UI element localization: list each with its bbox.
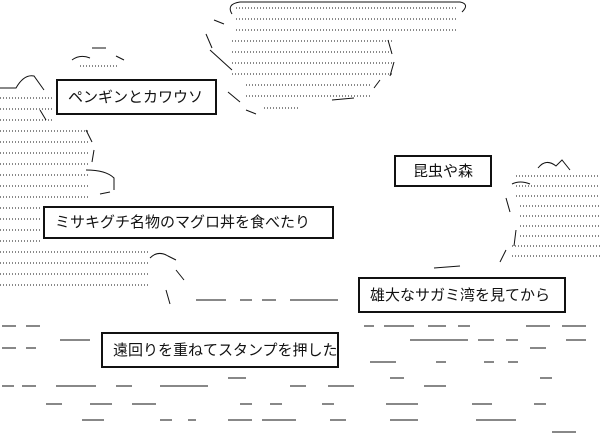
- cloud-outlines: [0, 1, 571, 305]
- cloud-right-outline: [433, 159, 571, 269]
- sea-dashes: [2, 325, 586, 433]
- caption-sagami-bay: 雄大なサガミ湾を見てから: [358, 277, 566, 313]
- cloud-right: [512, 175, 600, 257]
- cloud-top-right: [232, 7, 458, 109]
- cloud-left-outline: [0, 75, 115, 195]
- cloud-bottom-left-outline: [149, 252, 338, 305]
- caption-insects-forest: 昆虫や森: [394, 155, 492, 187]
- cloud-small-outline: [71, 47, 125, 61]
- caption-misakiguchi-tuna-bowl: ミサキグチ名物のマグロ丼を食べたり: [43, 206, 334, 239]
- caption-stamp-detour: 遠回りを重ねてスタンプを押した: [101, 332, 339, 368]
- cloud-left: [0, 65, 150, 286]
- cloud-top-right-outline: [205, 1, 466, 115]
- caption-penguin-otter: ペンギンとカワウソ: [56, 79, 217, 115]
